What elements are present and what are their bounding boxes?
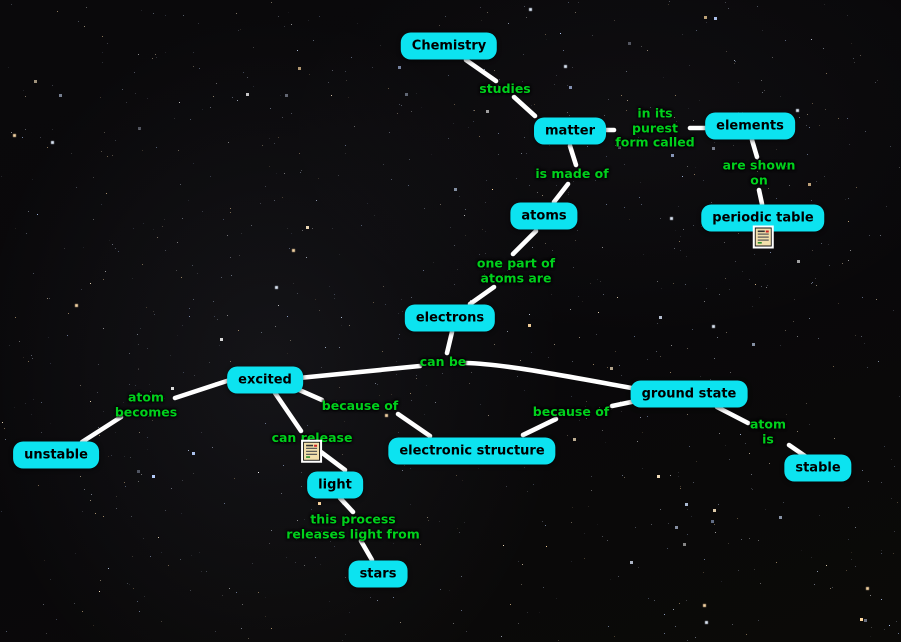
node-label-electronic-structure[interactable]: electronic structure [388, 437, 556, 465]
edge-can-release-to-light[interactable] [318, 449, 348, 473]
edge-matter-to-is-made-of[interactable] [567, 143, 579, 168]
edge-this-process-releases-to-stars[interactable] [358, 538, 375, 563]
edge-excited-to-can-release[interactable] [272, 390, 304, 434]
linking-phrase-text-atom-becomes: atom becomes [114, 389, 178, 419]
linking-phrase-text-because-of-right: because of [532, 403, 610, 419]
linking-phrase-text-this-process-releases: this process releases light from [286, 511, 420, 541]
node-label-ground-state[interactable]: ground state [630, 380, 748, 408]
node-unstable[interactable]: unstable [13, 441, 99, 469]
node-matter[interactable]: matter [534, 117, 606, 145]
linking-phrase-can-release[interactable]: can release [271, 429, 353, 463]
node-electrons[interactable]: electrons [404, 304, 496, 332]
linking-phrase-text-are-shown-on: are shown on [722, 157, 796, 187]
edge-atom-is-to-stable[interactable] [786, 442, 808, 459]
node-label-excited[interactable]: excited [227, 366, 303, 394]
edge-chemistry-to-studies[interactable] [463, 57, 499, 84]
linking-phrase-text-one-part-of-atoms-are: one part of atoms are [476, 255, 556, 285]
linking-phrase-one-part-of-atoms-are[interactable]: one part of atoms are [476, 255, 556, 286]
linking-phrase-text-is-made-of: is made of [535, 165, 609, 181]
edge-electrons-to-can-be[interactable] [444, 329, 455, 356]
resource-link-icon[interactable] [301, 439, 323, 463]
linking-phrase-text-can-release: can release [271, 429, 353, 445]
edge-elements-to-are-shown-on[interactable] [749, 137, 760, 160]
linking-phrase-because-of-right[interactable]: because of [532, 403, 610, 420]
linking-phrase-text-in-its-purest-form: in its purest form called [615, 105, 695, 150]
edge-one-part-of-atoms-are-to-electrons[interactable] [467, 284, 497, 307]
edge-excited-to-atom-becomes[interactable] [172, 376, 236, 401]
node-electronic-structure[interactable]: electronic structure [388, 437, 556, 465]
node-excited[interactable]: excited [227, 366, 303, 394]
node-label-matter[interactable]: matter [534, 117, 606, 145]
linking-phrase-in-its-purest-form[interactable]: in its purest form called [615, 106, 694, 150]
node-label-stars[interactable]: stars [348, 560, 408, 588]
linking-phrase-this-process-releases[interactable]: this process releases light from [286, 511, 420, 542]
linking-phrase-atom-becomes[interactable]: atom becomes [114, 389, 178, 420]
edge-is-made-of-to-atoms[interactable] [551, 181, 571, 205]
node-periodic-table[interactable]: periodic table [701, 204, 825, 249]
resource-link-icon[interactable] [752, 225, 774, 249]
edge-studies-to-matter[interactable] [511, 94, 538, 119]
edge-can-be-to-excited[interactable] [296, 363, 423, 381]
node-label-atoms[interactable]: atoms [510, 202, 578, 230]
linking-phrase-text-because-of-left: because of [321, 397, 399, 413]
edge-because-of-left-to-electronic-structure[interactable] [395, 411, 433, 439]
linking-phrase-can-be[interactable]: can be [419, 353, 467, 370]
edge-excited-to-because-of-left[interactable] [294, 386, 325, 403]
linking-phrase-are-shown-on[interactable]: are shown on [722, 157, 796, 188]
edge-because-of-right-to-electronic-structure[interactable] [520, 416, 559, 438]
edge-light-to-this-process-releases[interactable] [337, 495, 356, 515]
node-label-elements[interactable]: elements [705, 112, 795, 140]
node-stable[interactable]: stable [784, 454, 852, 482]
edge-atom-becomes-to-unstable[interactable] [79, 414, 124, 445]
node-chemistry[interactable]: Chemistry [400, 32, 498, 60]
linking-phrase-text-can-be: can be [419, 353, 467, 369]
node-label-chemistry[interactable]: Chemistry [400, 32, 498, 60]
node-light[interactable]: light [307, 471, 363, 499]
linking-phrase-is-made-of[interactable]: is made of [535, 165, 609, 182]
node-stars[interactable]: stars [348, 560, 408, 588]
node-label-light[interactable]: light [307, 471, 363, 499]
node-ground-state[interactable]: ground state [630, 380, 748, 408]
node-label-electrons[interactable]: electrons [404, 304, 496, 332]
node-label-unstable[interactable]: unstable [13, 441, 99, 469]
edge-ground-state-to-atom-is[interactable] [714, 404, 751, 426]
node-atoms[interactable]: atoms [510, 202, 578, 230]
node-label-stable[interactable]: stable [784, 454, 852, 482]
linking-phrase-text-studies: studies [479, 80, 531, 96]
linking-phrase-studies[interactable]: studies [479, 80, 531, 97]
edge-can-be-to-ground-state[interactable] [463, 360, 640, 392]
linking-phrase-because-of-left[interactable]: because of [321, 397, 399, 414]
linking-phrase-atom-is[interactable]: atom is [749, 416, 787, 447]
edge-are-shown-on-to-periodic-table[interactable] [756, 187, 765, 207]
node-label-periodic-table[interactable]: periodic table [701, 204, 825, 232]
node-elements[interactable]: elements [705, 112, 795, 140]
linking-phrase-text-atom-is: atom is [749, 416, 787, 446]
edge-atoms-to-one-part-of-atoms-are[interactable] [510, 228, 539, 257]
